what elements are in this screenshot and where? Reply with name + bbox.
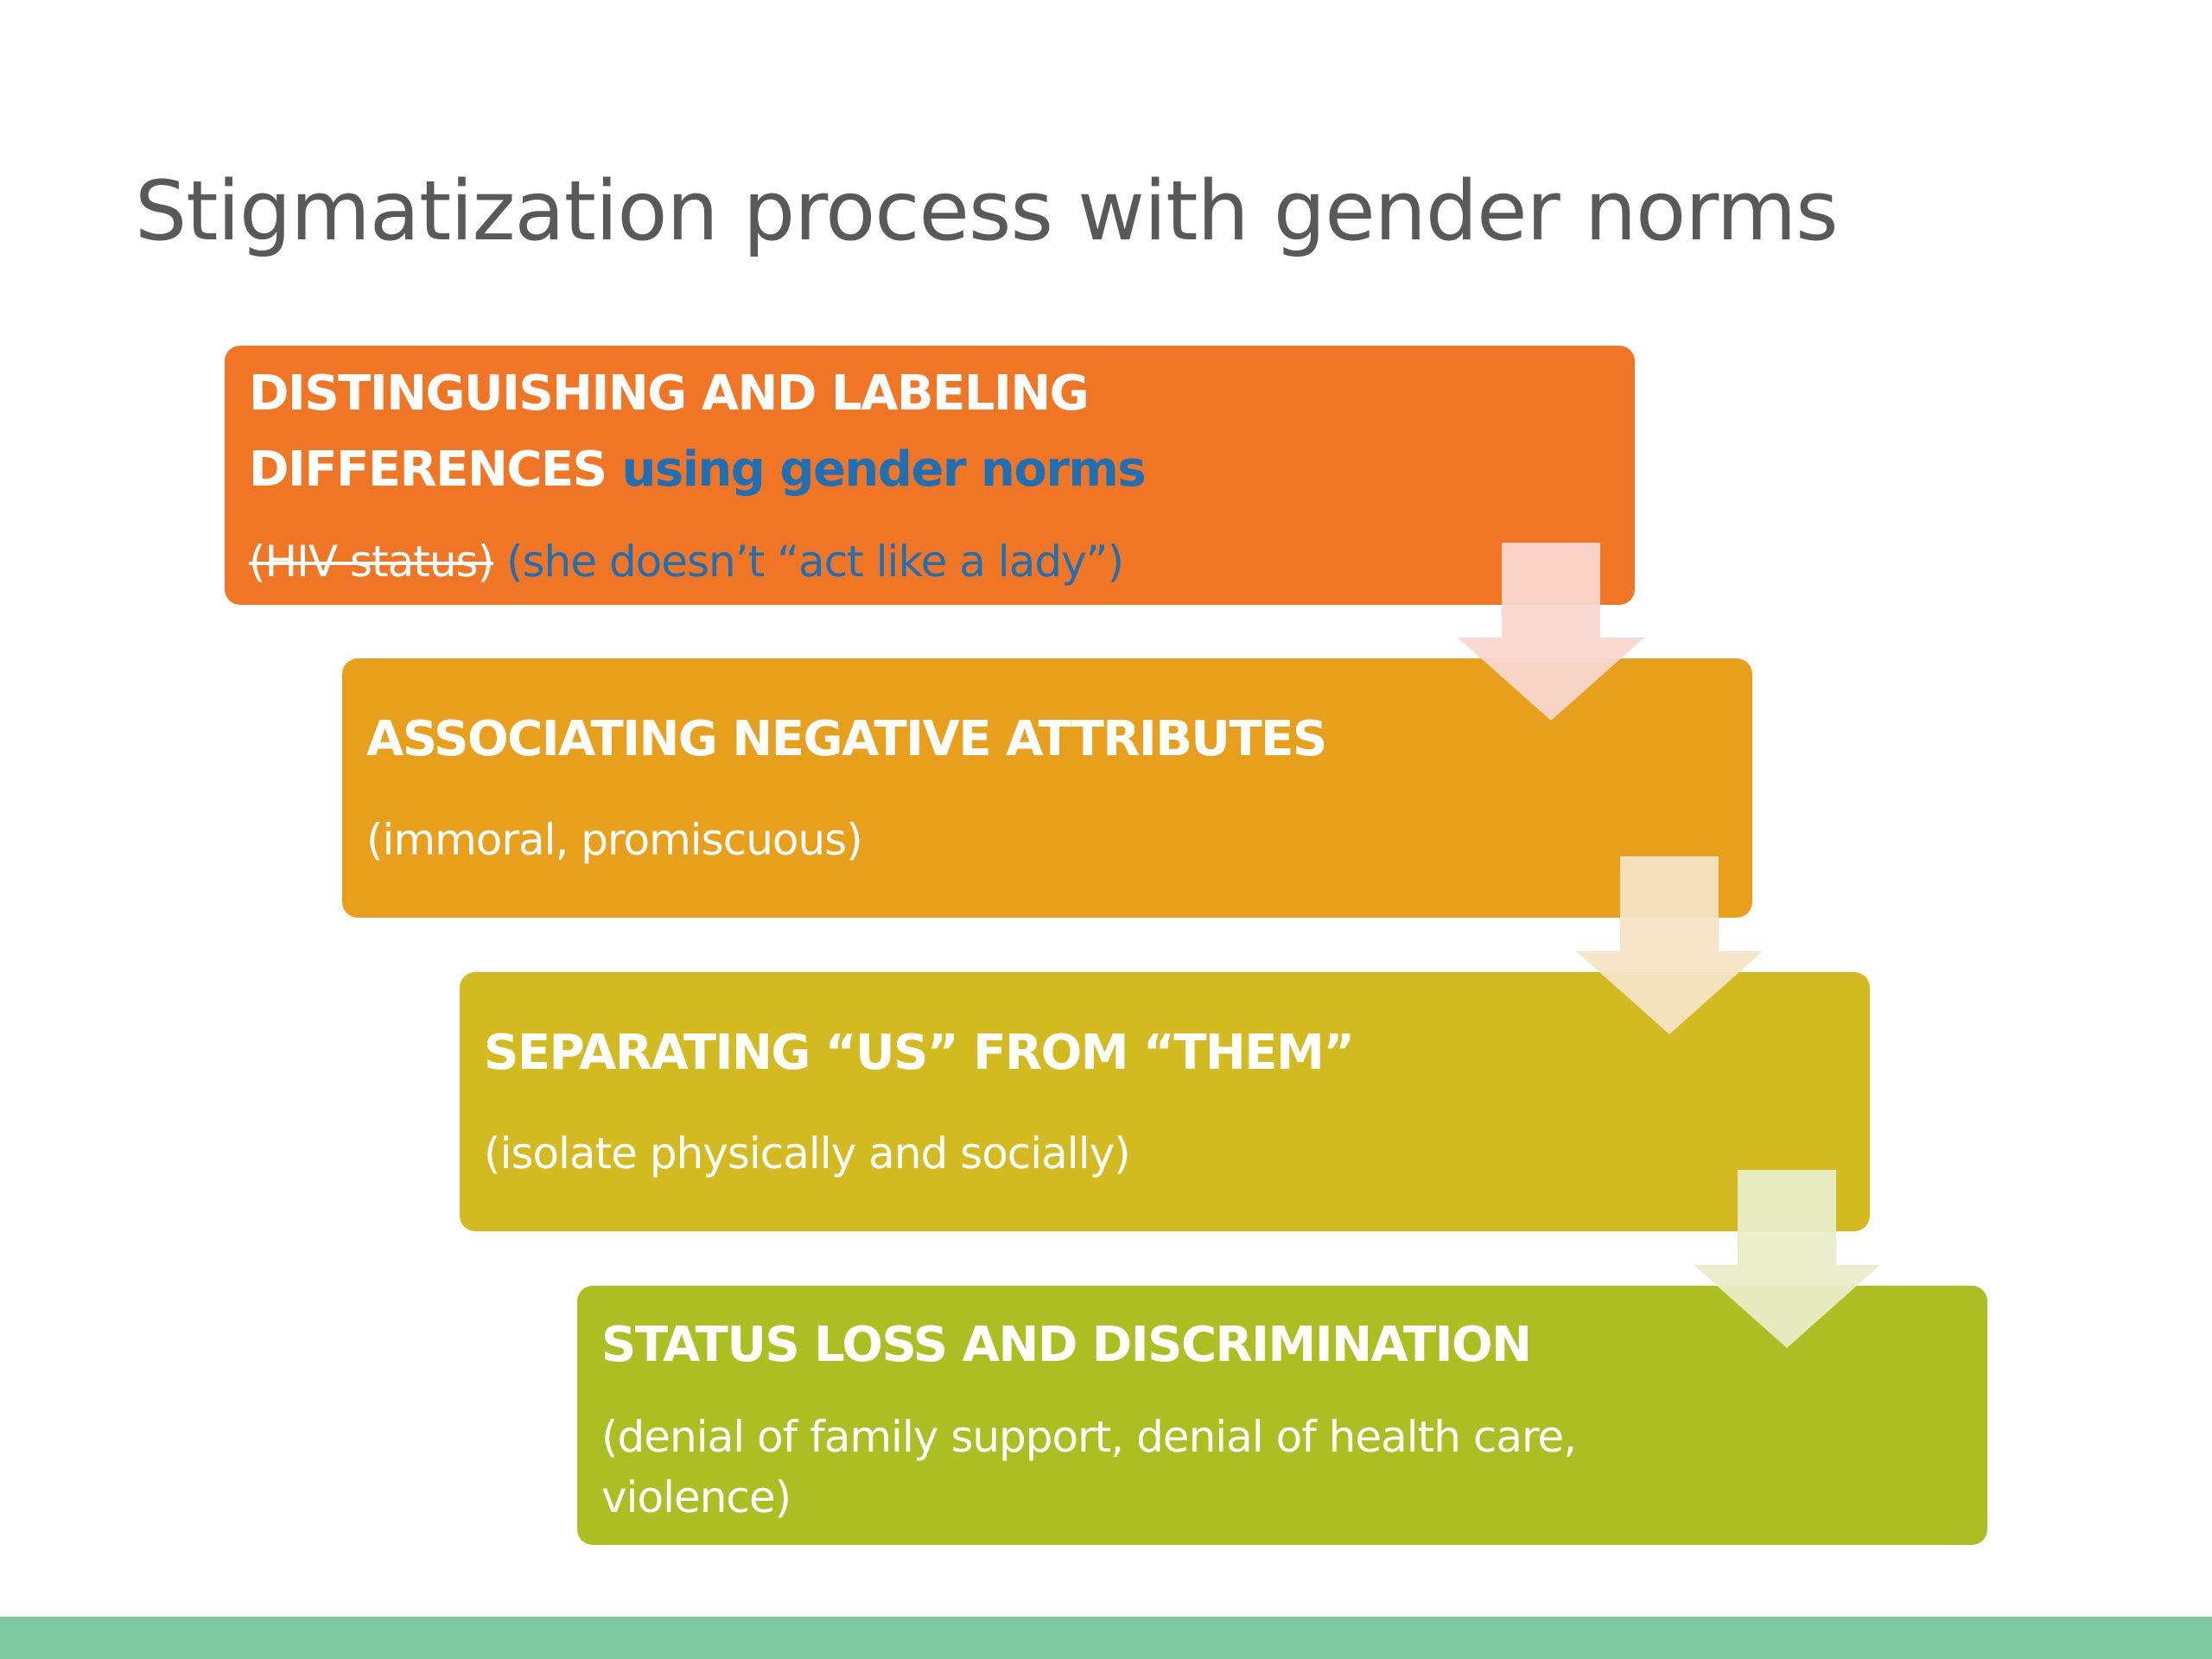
step-3-heading: SEPARATING “US” FROM “THEM” <box>484 1025 1355 1081</box>
step-4-heading: STATUS LOSS AND DISCRIMINATION <box>601 1317 1532 1373</box>
step-distinguishing-labeling: DISTINGUISHING AND LABELING DIFFERENCES … <box>225 346 1635 605</box>
step-1-heading-line2: DIFFERENCES using gender norms <box>249 432 1147 508</box>
step-4-detail-line1: (denial of family support, denial of hea… <box>601 1412 1577 1462</box>
step-1-detail-text: (she doesn’t “act like a lady”) <box>506 537 1124 587</box>
step-3-detail: (isolate physically and socially) <box>484 1128 1131 1179</box>
step-1-struck-text: (HIV status) <box>249 537 494 587</box>
step-2-heading: ASSOCIATING NEGATIVE ATTRIBUTES <box>366 711 1327 767</box>
step-associating-negative-attributes: ASSOCIATING NEGATIVE ATTRIBUTES (immoral… <box>342 658 1752 918</box>
step-1-heading: DISTINGUISHING AND LABELING DIFFERENCES … <box>249 356 1147 508</box>
down-arrow-icon <box>1458 543 1644 721</box>
step-1-heading-accent: using gender norms <box>621 442 1147 498</box>
step-4-detail-line2: violence) <box>601 1472 791 1522</box>
step-1-heading-line1: DISTINGUISHING AND LABELING <box>249 365 1090 422</box>
step-separating-us-them: SEPARATING “US” FROM “THEM” (isolate phy… <box>460 972 1870 1231</box>
step-1-detail: (HIV status) (she doesn’t “act like a la… <box>249 531 1124 592</box>
footer-bar <box>0 1617 2212 1659</box>
step-2-detail: (immoral, promiscuous) <box>366 815 863 865</box>
down-arrow-icon <box>1576 856 1763 1034</box>
step-4-detail: (denial of family support, denial of hea… <box>601 1407 1577 1528</box>
step-status-loss-discrimination: STATUS LOSS AND DISCRIMINATION (denial o… <box>577 1286 1987 1545</box>
slide-title: Stigmatization process with gender norms <box>135 164 1839 259</box>
down-arrow-icon <box>1694 1170 1880 1348</box>
step-1-heading-line2-text: DIFFERENCES <box>249 442 607 498</box>
